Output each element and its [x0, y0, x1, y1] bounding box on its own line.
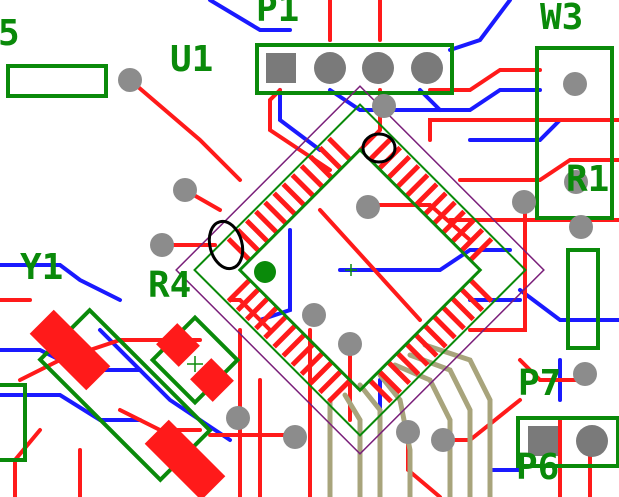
u1-pin	[272, 323, 298, 349]
u1-pin	[281, 182, 307, 208]
left-edge-label: 5	[0, 13, 20, 54]
via[interactable]	[118, 68, 142, 92]
u1-pin	[459, 287, 485, 313]
drc-highlights	[207, 132, 397, 271]
p6-pads[interactable]	[528, 425, 608, 457]
u1-pin	[281, 332, 307, 358]
y1-pads	[29, 309, 226, 497]
via[interactable]	[226, 406, 250, 430]
u1-pin	[235, 287, 261, 313]
p1-label: P1	[256, 0, 300, 30]
r1-label: R1	[566, 159, 610, 200]
u1-pin	[432, 314, 457, 340]
u1-pin	[404, 342, 430, 367]
u1-pin	[254, 209, 279, 235]
left-edge-box	[0, 383, 27, 462]
via[interactable]	[173, 178, 197, 202]
u1-pin	[290, 173, 316, 198]
u1-pin	[263, 314, 288, 340]
u1-pin	[317, 145, 343, 171]
u1-pin	[290, 342, 316, 367]
r1-outline	[566, 248, 600, 350]
u1-pin	[386, 154, 412, 180]
p7-label: P7	[518, 363, 562, 404]
y1-label: Y1	[20, 247, 64, 288]
u1-pin	[468, 278, 494, 303]
pin1-marker	[254, 261, 276, 283]
u1-pin	[422, 323, 448, 349]
via[interactable]	[356, 195, 380, 219]
vias[interactable]	[118, 68, 597, 452]
via[interactable]	[431, 428, 455, 452]
via[interactable]	[338, 332, 362, 356]
u1-pin	[263, 200, 288, 226]
u1-pin	[368, 136, 393, 162]
u1-pin	[317, 369, 343, 395]
u1-pin	[226, 278, 252, 303]
via[interactable]	[372, 94, 396, 118]
u1-pin	[299, 164, 325, 189]
u1-body	[237, 147, 483, 393]
u1-pins	[226, 136, 494, 404]
via[interactable]	[573, 362, 597, 386]
p1-pin1-pad	[266, 53, 296, 83]
u1-pin	[299, 351, 325, 376]
u1-pin	[395, 164, 421, 189]
p1-pin2-pad	[314, 52, 346, 84]
u1-pin	[377, 369, 403, 395]
u1-pin	[432, 200, 457, 226]
via[interactable]	[396, 420, 420, 444]
via[interactable]	[302, 303, 326, 327]
w3-label: W3	[540, 0, 584, 38]
via[interactable]	[512, 190, 536, 214]
via[interactable]	[150, 233, 174, 257]
u1-pin	[235, 227, 261, 253]
u1-pin	[450, 218, 476, 244]
u1-pin	[327, 136, 352, 162]
u1-pin	[422, 191, 448, 217]
u1-pin	[272, 191, 298, 217]
u1-pin	[386, 360, 412, 386]
p6-pin2-pad	[576, 425, 608, 457]
u1-pin	[441, 305, 466, 331]
u1-pin	[413, 182, 439, 208]
via[interactable]	[563, 72, 587, 96]
p1-pin3-pad	[362, 52, 394, 84]
via[interactable]	[564, 170, 588, 194]
u1-pin	[441, 209, 466, 235]
p1-pin4-pad	[411, 52, 443, 84]
u1-outer-outline	[193, 103, 527, 437]
u1-pin	[404, 173, 430, 198]
r4-label: R4	[148, 265, 192, 306]
u1-pin	[459, 227, 485, 253]
u1-pin	[308, 154, 334, 180]
r4-center-mark	[187, 356, 203, 372]
u1-pin	[368, 378, 393, 404]
board-outline	[175, 85, 545, 455]
via[interactable]	[569, 215, 593, 239]
u1-label: U1	[170, 39, 214, 80]
u1-pin	[468, 237, 494, 262]
u1-pin	[308, 360, 334, 386]
p1-header-outline	[255, 43, 454, 95]
u1-footprint[interactable]	[175, 85, 545, 455]
r4-pads	[156, 323, 234, 402]
p1-pads[interactable]	[266, 52, 443, 84]
u1-pin	[244, 296, 270, 322]
via[interactable]	[283, 425, 307, 449]
u1-pin	[450, 296, 476, 322]
p6-label: P6	[516, 447, 560, 488]
p6-header-outline	[516, 416, 619, 468]
u1-pin	[244, 218, 270, 244]
u1-pin	[254, 305, 279, 331]
u1-pin	[395, 351, 421, 376]
p6-pin1-pad	[528, 426, 558, 456]
u1-pin	[327, 378, 352, 404]
u1-pin	[413, 332, 439, 358]
left-resistor-outline	[6, 64, 108, 98]
u1-pin	[226, 237, 252, 262]
